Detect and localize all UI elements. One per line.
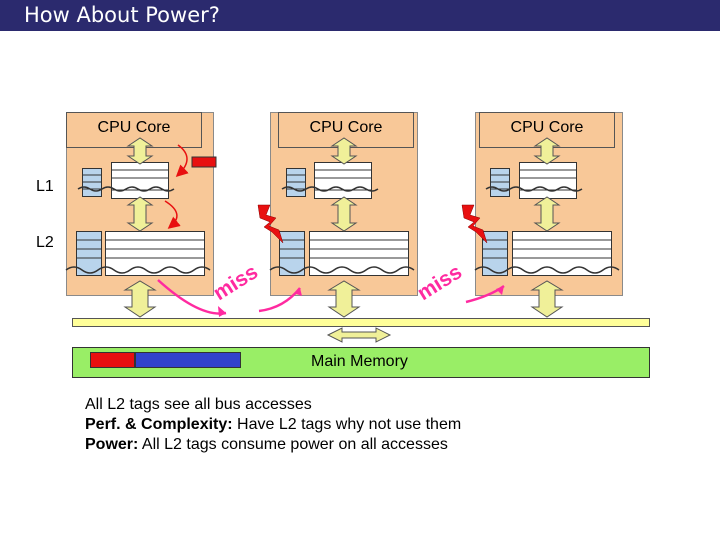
arrow-bus-memory	[326, 327, 392, 343]
note-line-3: Power: All L2 tags consume power on all …	[85, 436, 448, 453]
l2-data-lines	[105, 239, 612, 259]
l1-label: L1	[36, 178, 54, 195]
note-line-1: All L2 tags see all bus accesses	[85, 396, 312, 413]
snoop-arrowhead-1	[218, 306, 226, 317]
main-memory-label: Main Memory	[311, 353, 408, 370]
l1-miss-block	[191, 156, 217, 168]
arrow-core2-l1	[330, 137, 358, 165]
arrow-l1-l2-1	[126, 196, 154, 232]
l1-data-3	[519, 162, 577, 199]
arrow-core1-l1	[126, 137, 154, 165]
slide-title: How About Power?	[0, 0, 720, 31]
memory-block-blue	[135, 352, 241, 368]
memory-block-red	[90, 352, 135, 368]
l2-data-1	[105, 231, 205, 276]
lightning-icon-core3	[461, 204, 488, 244]
snoop-arrowhead-2	[294, 288, 302, 296]
arrow-l1-l2-3	[533, 196, 561, 232]
lightning-icon-core2	[257, 204, 284, 244]
l2-tags-3	[482, 231, 508, 276]
l1-tag-lines	[82, 174, 510, 190]
note-line-2: Perf. & Complexity: Have L2 tags why not…	[85, 416, 462, 433]
l2-data-3	[512, 231, 612, 276]
snoop-arrowhead-3	[496, 286, 504, 295]
wavy-break-lines	[65, 186, 620, 274]
arrow-l2-bus-1	[123, 280, 157, 318]
notes: All L2 tags see all bus accesses Perf. &…	[85, 395, 461, 455]
shared-bus	[72, 318, 650, 327]
arrow-l1-l2-2	[330, 196, 358, 232]
arrow-core3-l1	[533, 137, 561, 165]
arrow-l2-bus-2	[327, 280, 361, 318]
l2-label: L2	[36, 234, 54, 251]
arrow-l2-bus-3	[530, 280, 564, 318]
l2-data-2	[309, 231, 409, 276]
core1-miss-path	[164, 144, 189, 229]
l2-tag-lines	[76, 239, 508, 259]
transfer-arrows	[123, 137, 564, 343]
